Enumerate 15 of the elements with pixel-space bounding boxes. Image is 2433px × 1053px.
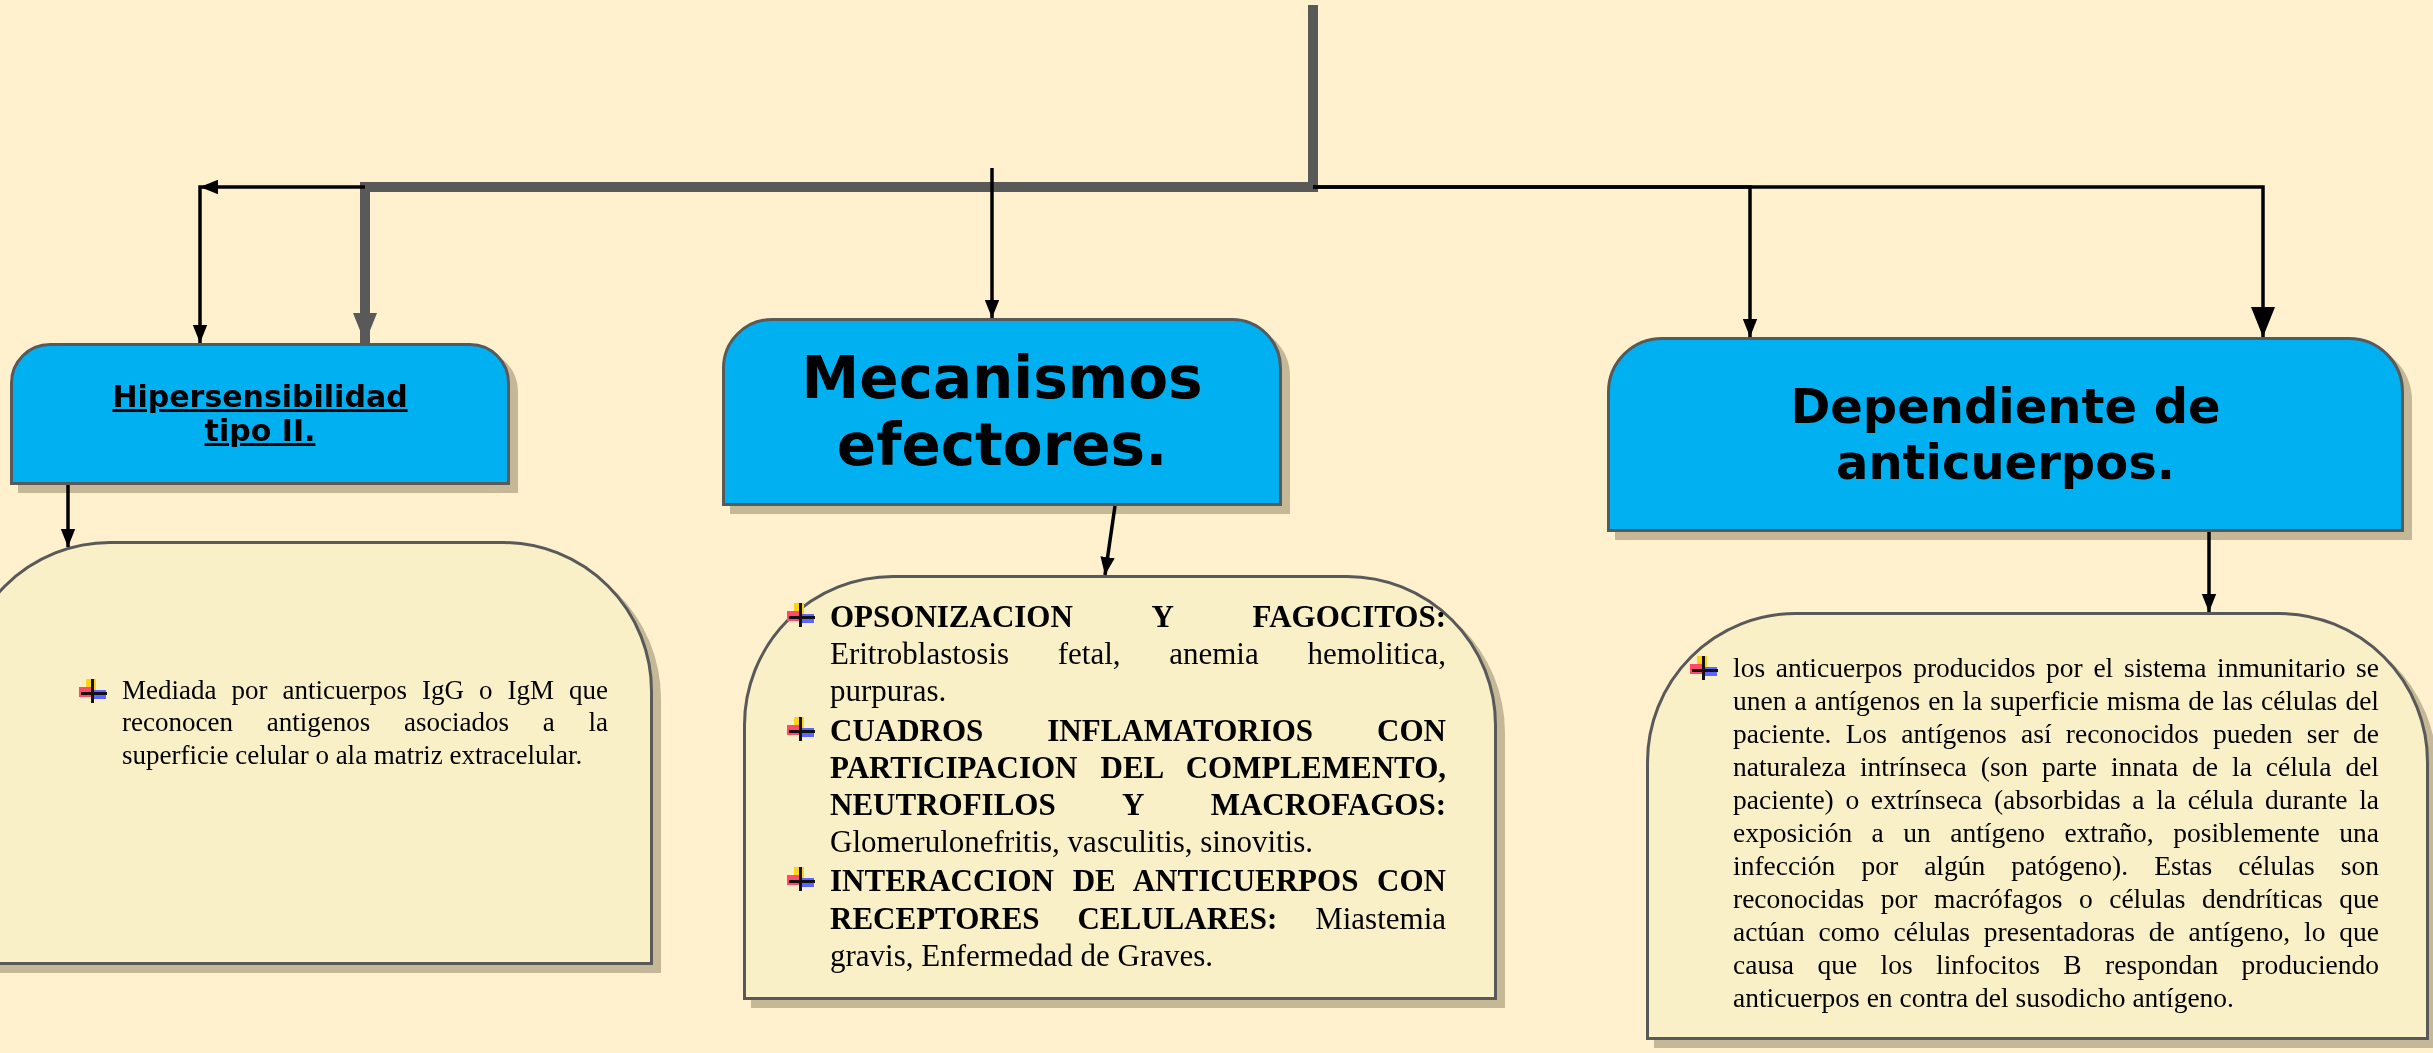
arrow xyxy=(1313,185,2275,337)
heading-text: Dependiente de anticuerpos. xyxy=(1789,379,2222,490)
arrow xyxy=(353,5,1318,343)
bullet-text: Mediada por anticuerpos IgG o IgM que reconocen antigenos asociados a la superficie celular o ala matriz extracelular. xyxy=(122,674,608,772)
bullet-text: INTERACCION DE ANTICUERPOS CON RECEPTORES CELULARES: Miastemia gravis, Enfermedad de Graves. xyxy=(830,862,1446,974)
bullet-text: CUADROS INFLAMATORIOS CON PARTICIPACION DEL COMPLEMENTO, NEUTROFILOS Y MACROFAGOS: Glomerulonefritis, vasculitis, sinovitis. xyxy=(830,711,1446,861)
arrow xyxy=(1100,505,1117,576)
heading-text: Hipersensibilidad tipo II. xyxy=(111,379,409,449)
arrow xyxy=(984,168,1000,318)
bullet-text: los anticuerpos producidos por el sistema inmunitario se unen a antígenos en la superficie misma de las células del paciente. Los antígenos así reconocidos pueden ser de naturaleza intrínseca (son parte innata de la célula del paciente) o extrínseca (absorbidas a la célula durante la exposición a un antígeno extraño, posiblemente una infección por algún patógeno). Estas células son reconocidas por macrófagos o células dendríticas que actúan como células presentadoras de antígeno, lo que causa que los linfocitos B respondan produciendo anticuerpos en contra del susodicho antígeno. xyxy=(1733,651,2379,1014)
bullet-text: OPSONIZACION Y FAGOCITOS: Eritroblastosis fetal, anemia hemolitica, purpuras. xyxy=(830,598,1446,710)
heading-text: Mecanismos efectores. xyxy=(800,345,1204,479)
arrow xyxy=(2201,532,2217,612)
arrow xyxy=(192,179,365,343)
arrow xyxy=(60,485,76,547)
